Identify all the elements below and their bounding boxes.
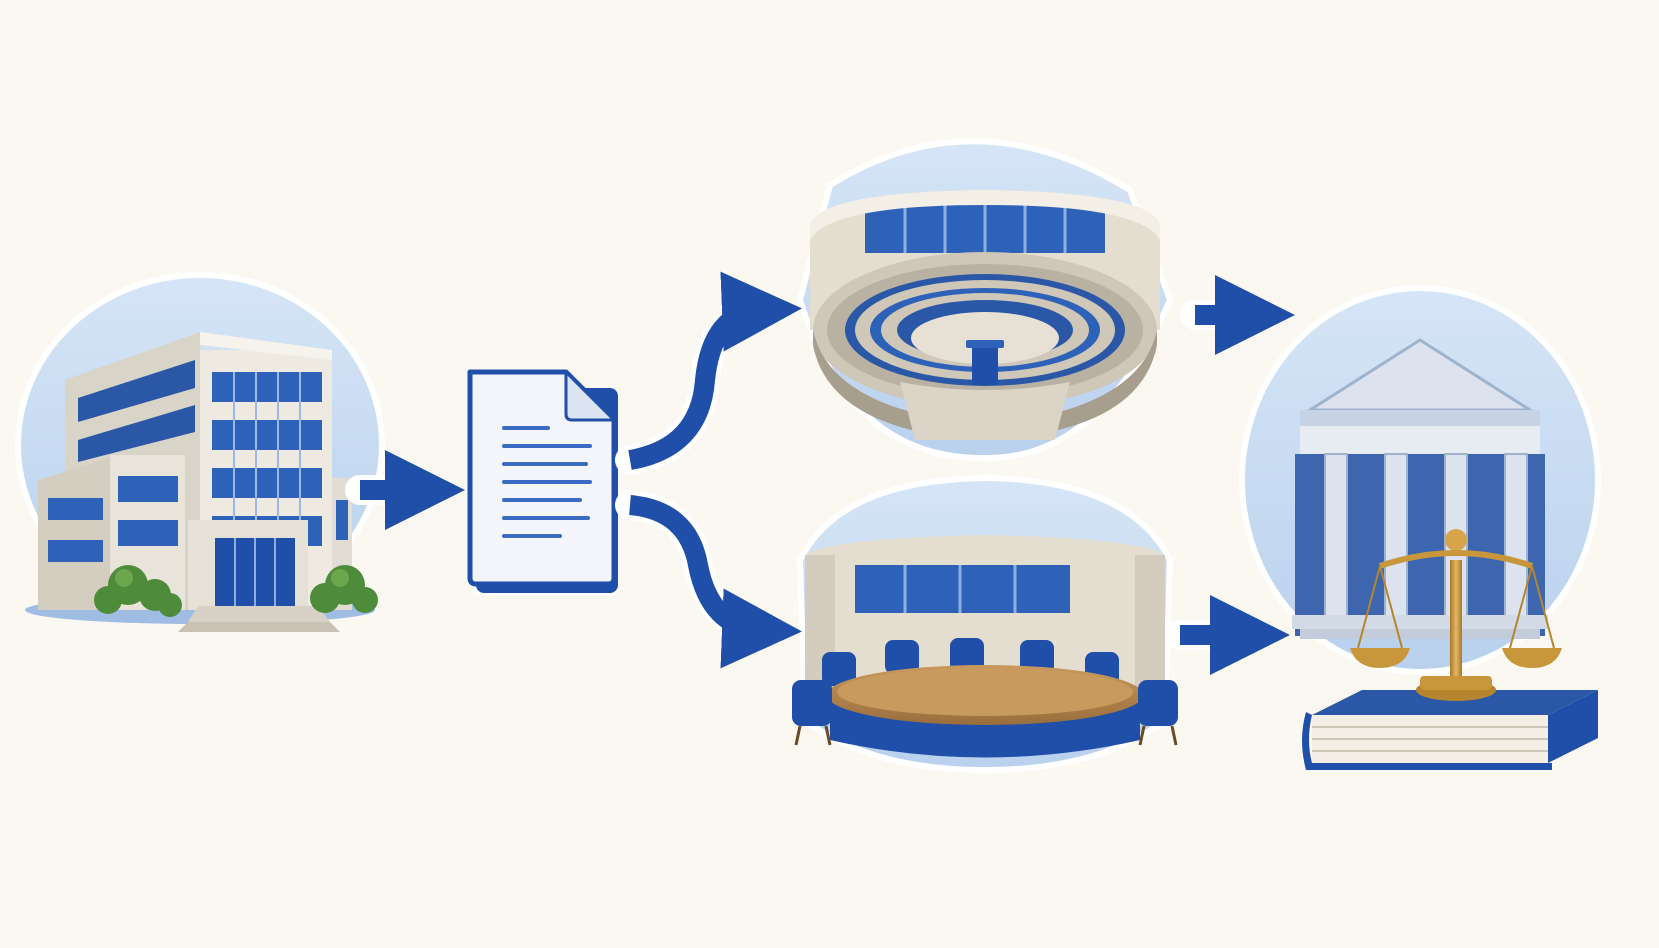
document-text-lines (502, 426, 592, 538)
office-building-icon (15, 272, 385, 632)
conference-room-icon (792, 474, 1178, 774)
arrow-proposal-to-legislature (615, 271, 802, 475)
parliament-chamber-icon (796, 138, 1174, 462)
document-icon (467, 369, 618, 596)
courthouse-scales-law-book-icon (1239, 285, 1601, 770)
arrow-proposal-to-council (615, 490, 802, 669)
